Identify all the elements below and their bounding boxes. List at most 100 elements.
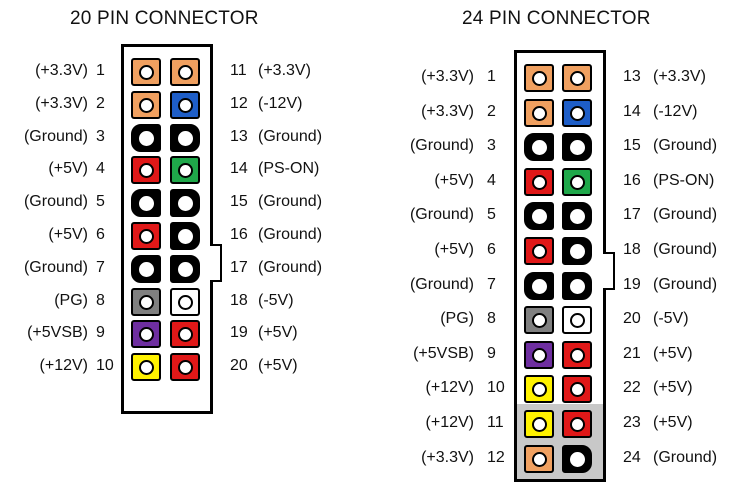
pin-hole	[139, 65, 154, 80]
pin-number-left: 3	[96, 127, 105, 145]
pin-number-left: 2	[96, 94, 105, 112]
pin-left-3	[524, 133, 554, 162]
pin-hole	[139, 229, 154, 244]
connector-latch	[210, 244, 222, 282]
pin-right-16	[170, 222, 200, 250]
pin-hole	[570, 278, 585, 294]
pin-hole	[532, 417, 547, 432]
pin-left-3	[131, 123, 161, 152]
pin-left-10	[524, 375, 554, 404]
pin-hole	[570, 382, 585, 398]
pin-label-right: (Ground)	[653, 241, 718, 258]
pin-label-right: (Ground)	[653, 448, 718, 466]
pin-label-left: (PG)	[54, 291, 88, 309]
pin-right-22	[562, 375, 592, 404]
pin-right-19	[170, 320, 200, 349]
pin-number-right: 13	[623, 68, 641, 85]
pin-hole	[570, 313, 585, 329]
pin-hole	[178, 360, 193, 376]
pin-label-right: (Ground)	[653, 206, 718, 224]
connector-title: 20 PIN CONNECTOR	[70, 8, 259, 29]
pin-left-9	[524, 340, 554, 369]
pin-number-left: 10	[487, 379, 505, 397]
pin-label-left: (+5V)	[48, 226, 88, 243]
pin-left-10	[131, 353, 161, 382]
pin-number-right: 19	[230, 324, 248, 342]
pin-label-right: (+3.3V)	[258, 62, 311, 79]
pin-number-right: 16	[623, 171, 641, 189]
pin-number-right: 21	[623, 344, 641, 362]
pin-left-9	[131, 320, 161, 349]
pin-left-12	[524, 444, 554, 473]
pin-number-right: 17	[623, 206, 641, 224]
pin-number-left: 8	[487, 310, 496, 328]
pin-right-23	[562, 410, 592, 438]
pin-number-right: 16	[230, 226, 248, 243]
pin-hole	[178, 65, 193, 80]
pin-hole	[178, 97, 193, 113]
pin-hole	[139, 163, 154, 179]
pin-label-left: (Ground)	[409, 206, 474, 224]
pin-label-left: (Ground)	[23, 193, 88, 211]
pin-right-13	[562, 64, 592, 92]
pin-left-11	[524, 410, 554, 438]
pin-hole	[139, 327, 154, 343]
pin-left-8	[131, 287, 161, 316]
pin-number-left: 1	[487, 68, 496, 85]
pin-number-right: 12	[230, 94, 248, 112]
pin-label-right: (Ground)	[258, 258, 323, 276]
pin-label-left: (+5VSB)	[27, 324, 88, 342]
pin-number-left: 6	[96, 226, 105, 243]
pin-label-left: (+3.3V)	[421, 102, 474, 120]
pin-hole	[139, 261, 154, 277]
pin-number-right: 22	[623, 379, 641, 397]
pin-label-left: (+5V)	[434, 171, 474, 189]
pin-label-left: (Ground)	[409, 275, 474, 293]
pin-left-4	[131, 156, 161, 185]
pin-left-6	[131, 222, 161, 250]
pin-number-right: 18	[230, 291, 248, 309]
pin-label-right: (PS-ON)	[258, 160, 320, 178]
pin-hole	[570, 105, 585, 121]
connector-title: 24 PIN CONNECTOR	[462, 8, 651, 29]
pin-hole	[532, 174, 547, 190]
pin-label-left: (+3.3V)	[421, 448, 474, 466]
pin-hole	[532, 313, 547, 329]
pin-right-15	[562, 133, 592, 162]
pin-hole	[532, 382, 547, 398]
pin-label-right: (+5V)	[653, 414, 693, 431]
pin-hole	[570, 140, 585, 156]
pin-right-13	[170, 123, 200, 152]
pin-hole	[570, 347, 585, 363]
pin-number-left: 10	[96, 357, 114, 375]
pin-label-left: (+5V)	[434, 241, 474, 258]
pin-label-right: (+5V)	[653, 379, 693, 397]
pin-left-5	[524, 202, 554, 231]
pin-number-left: 1	[96, 62, 105, 79]
pin-hole	[570, 174, 585, 190]
pin-number-left: 5	[96, 193, 105, 211]
pin-number-left: 9	[96, 324, 105, 342]
pin-right-14	[170, 156, 200, 185]
pin-right-11	[170, 58, 200, 86]
pin-number-right: 14	[623, 102, 641, 120]
pin-number-right: 17	[230, 258, 248, 276]
pin-hole	[532, 451, 547, 467]
pin-number-right: 19	[623, 275, 641, 293]
pin-label-left: (+5VSB)	[413, 344, 474, 362]
pin-hole	[570, 417, 585, 432]
pin-number-right: 13	[230, 127, 248, 145]
pin-right-19	[562, 271, 592, 300]
pin-hole	[178, 294, 193, 310]
pin-label-left: (+3.3V)	[35, 94, 88, 112]
pin-left-1	[524, 64, 554, 92]
pin-hole	[532, 105, 547, 121]
pin-right-16	[562, 167, 592, 196]
pin-number-right: 24	[623, 448, 641, 466]
pin-left-8	[524, 306, 554, 335]
pin-number-left: 5	[487, 206, 496, 224]
pin-label-right: (-12V)	[653, 102, 698, 120]
pin-label-left: (Ground)	[23, 258, 88, 276]
pin-hole	[570, 71, 585, 86]
pin-label-right: (+3.3V)	[653, 68, 706, 85]
